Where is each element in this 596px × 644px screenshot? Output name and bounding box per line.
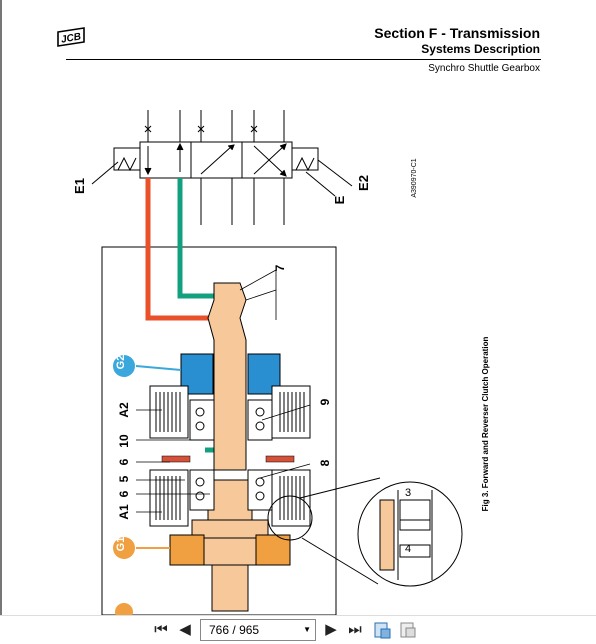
chevron-down-icon[interactable]: ▼ (303, 625, 311, 634)
label-e2: E2 (356, 175, 371, 191)
current-page: 766 (209, 623, 230, 637)
prev-page-icon[interactable]: ◀ (179, 621, 191, 638)
label-a1: A1 (117, 504, 131, 520)
pdf-toolbar: ⏮ ◀ 766 / 965 ▼ ▶ ⏭ (0, 615, 596, 644)
leader-lines (135, 269, 311, 549)
next-page-icon[interactable]: ▶ (325, 621, 337, 638)
label-e: E (332, 195, 347, 204)
first-page-icon[interactable]: ⏮ (154, 621, 168, 638)
label-7: 7 (273, 264, 287, 271)
g2-marker (113, 355, 135, 377)
figure-caption: Fig 3. Forward and Reverser Clutch Opera… (481, 337, 490, 512)
page-separator: / (232, 623, 236, 637)
clutch-frame (101, 246, 337, 615)
total-pages: 965 (239, 623, 260, 637)
clutch-diagram: E1 E2 E A390970-C1 (72, 110, 490, 615)
svg-text:JCB: JCB (60, 31, 82, 45)
label-9: 9 (318, 398, 332, 405)
label-g1: G1 (115, 537, 127, 552)
g1-housing-right (255, 534, 291, 566)
section-subtitle: Systems Description (421, 42, 540, 56)
label-5: 5 (117, 475, 131, 482)
fit-page-icon[interactable] (372, 620, 392, 640)
section-title: Section F - Transmission (374, 25, 540, 41)
g1-marker (113, 537, 135, 559)
label-10: 10 (117, 434, 131, 448)
figure-reference: A390970-C1 (411, 158, 418, 197)
page-selector[interactable]: 766 / 965 ▼ (200, 619, 316, 641)
page-view-icon[interactable] (398, 620, 418, 640)
jcb-logo: JCB (57, 27, 85, 47)
page-edge (0, 0, 2, 615)
seal-left (161, 455, 191, 463)
clutch-packs (149, 385, 311, 527)
label-e1: E1 (72, 178, 87, 194)
label-3: 3 (405, 487, 411, 499)
seal-right (265, 455, 295, 463)
label-6a: 6 (117, 458, 131, 465)
document-page: JCB Section F - Transmission Systems Des… (0, 0, 541, 615)
item3-marker (115, 603, 133, 615)
section-topic: Synchro Shuttle Gearbox (428, 63, 540, 74)
label-4: 4 (405, 543, 411, 555)
label-8: 8 (318, 459, 332, 466)
label-6b: 6 (117, 490, 131, 497)
g2-housing (180, 353, 281, 395)
label-a2: A2 (117, 402, 131, 418)
detail-zoom (267, 477, 463, 587)
label-g2: G2 (115, 355, 127, 370)
last-page-icon[interactable]: ⏭ (348, 621, 362, 638)
g1-housing-left (169, 534, 205, 566)
header-rule (66, 59, 541, 60)
solenoid-valve (91, 110, 353, 225)
